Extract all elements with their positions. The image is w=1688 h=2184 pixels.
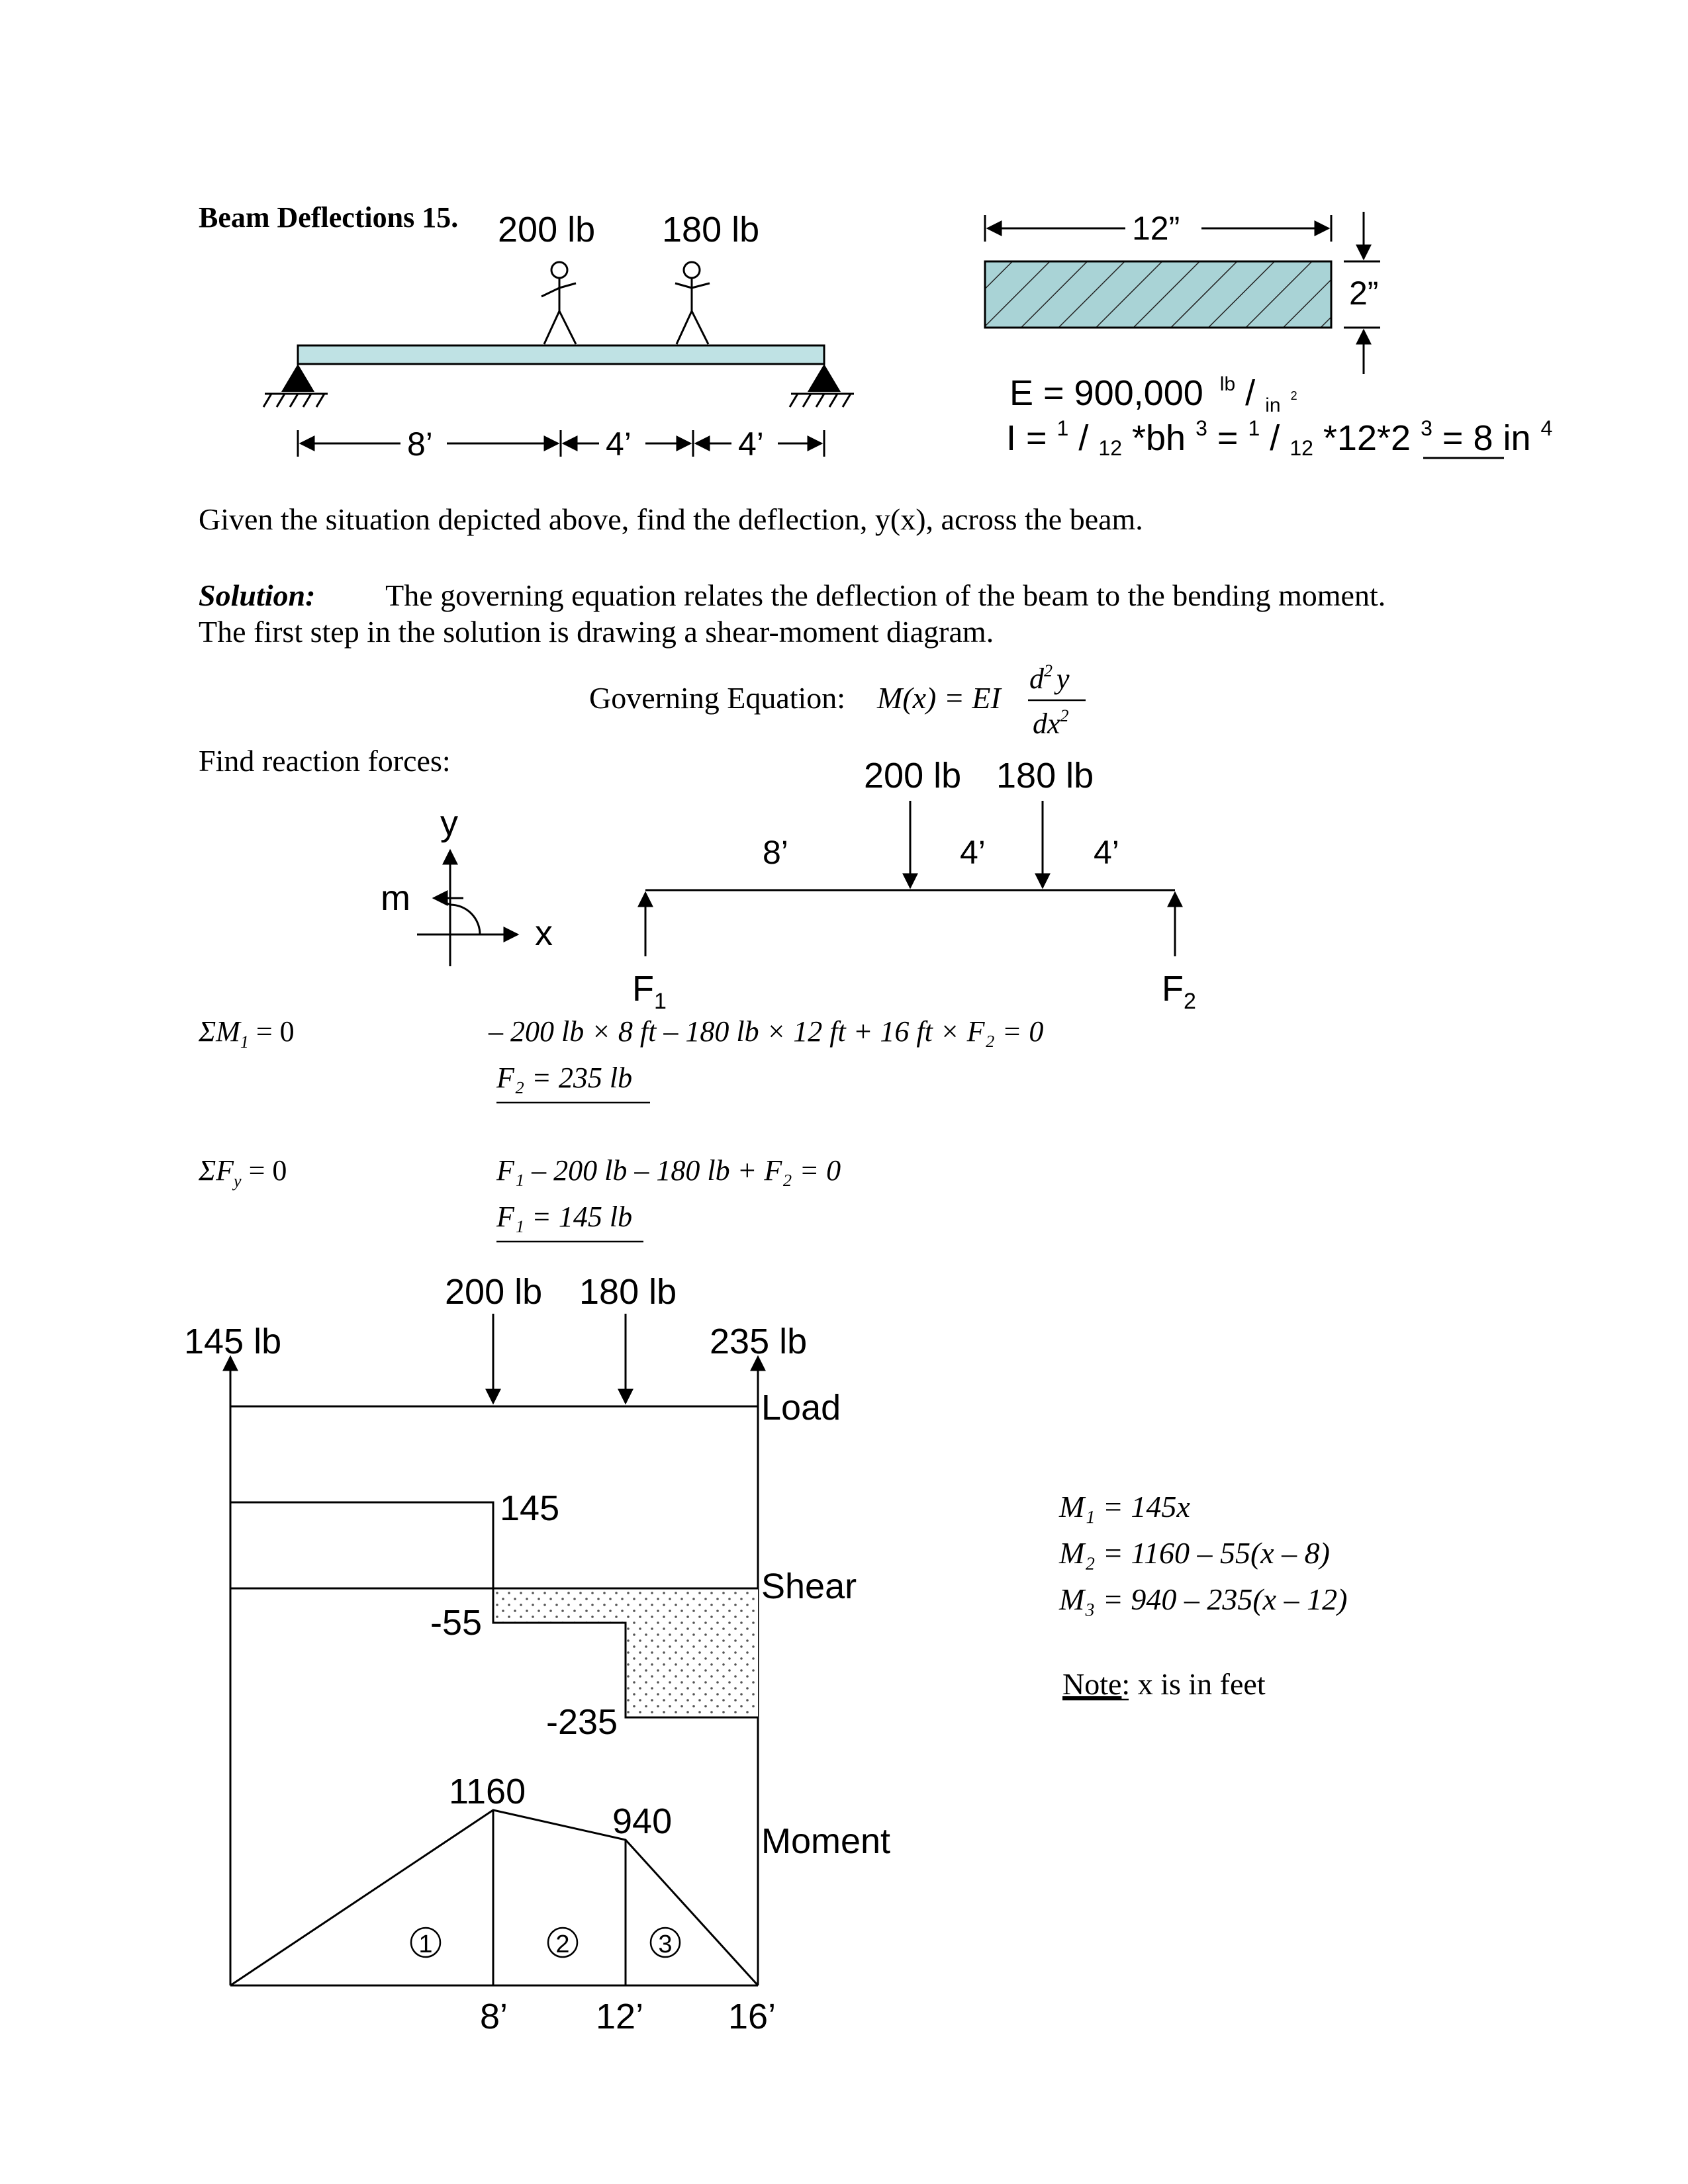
sum-forces-equation: F₁ – 200 lb – 180 lb + F₂ = 0 xyxy=(496,1154,841,1187)
fbd-seg3: 4’ xyxy=(1094,834,1119,871)
shear-v3: -235 xyxy=(546,1702,618,1742)
axis-y-label: y xyxy=(440,803,458,843)
sum-forces: ΣFy = 0 F₁ – 200 lb – 180 lb + F₂ = 0 F₁… xyxy=(198,1154,841,1243)
left-support-icon xyxy=(262,364,328,408)
beam xyxy=(297,344,825,365)
fbd-load1: 200 lb xyxy=(864,756,961,796)
shear-neg-region1 xyxy=(493,1588,626,1623)
problem-statement: Given the situation depicted above, find… xyxy=(199,502,1143,536)
svg-text:Governing Equation:: Governing Equation: xyxy=(589,681,845,715)
shear-moment-diagram: 200 lb 180 lb 145 lb 235 lb Load Shear 1… xyxy=(184,1272,890,2036)
moment-curve xyxy=(230,1809,759,1987)
page-title: Beam Deflections 15. xyxy=(199,201,458,234)
fbd-seg1: 8’ xyxy=(763,834,788,871)
beam-load2-label: 180 lb xyxy=(662,210,759,250)
right-support-icon xyxy=(788,364,854,408)
region1: 1 xyxy=(418,1931,432,1958)
x-label-12: 12’ xyxy=(596,1997,643,2036)
shear-curve xyxy=(230,1501,758,1719)
diagram-r1: 145 lb xyxy=(184,1322,281,1361)
cross-section: 12” 2” E = 900,000 lb / in 2 I = 1 / 12 … xyxy=(984,210,1552,463)
person1-icon xyxy=(541,261,577,345)
diagram-load2: 180 lb xyxy=(579,1272,677,1312)
moment-equations: M₁ = 145x M₂ = 1160 – 55(x – 8) M₃ = 940… xyxy=(1058,1490,1347,1701)
moment-eq1: M₁ = 145x xyxy=(1058,1490,1190,1524)
person2-icon xyxy=(675,261,710,345)
solution-line1: Solution: The governing equation relates… xyxy=(199,578,1385,612)
shear-label: Shear xyxy=(761,1567,857,1606)
x-label-8: 8’ xyxy=(480,1997,508,2036)
region-markers: 1 2 3 xyxy=(410,1927,681,1958)
solution-line2: The first step in the solution is drawin… xyxy=(199,615,994,649)
sum-moments-result: F₂ = 235 lb xyxy=(496,1062,632,1094)
reactions-heading: Find reaction forces: xyxy=(199,744,451,778)
svg-text:dx2: dx2 xyxy=(1033,706,1069,740)
sum-moments: ΣM1 = 0 – 200 lb × 8 ft – 180 lb × 12 ft… xyxy=(198,1015,1043,1104)
moment-eq3: M₃ = 940 – 235(x – 12) xyxy=(1058,1582,1347,1616)
section-width-label: 12” xyxy=(1132,210,1180,247)
fbd-load2: 180 lb xyxy=(996,756,1094,796)
section-rect xyxy=(984,260,1333,329)
units-note: Note: x is in feet xyxy=(1062,1667,1266,1701)
axis-x-label: x xyxy=(535,913,553,953)
axes-icon xyxy=(417,848,520,966)
load-label: Load xyxy=(761,1388,841,1428)
x-label-16: 16’ xyxy=(728,1997,776,2036)
axis-m-label: m xyxy=(381,878,410,918)
svg-text:ΣFy = 0: ΣFy = 0 xyxy=(198,1154,287,1191)
free-body-diagram: 200 lb 180 lb 8’ 4’ 4’ F1 F2 y x m xyxy=(381,756,1196,1014)
moment-m2: 940 xyxy=(612,1801,672,1841)
fbd-f1-label: F1 xyxy=(632,969,667,1014)
modulus-line: E = 900,000 lb / in 2 xyxy=(1009,359,1297,420)
moment-label: Moment xyxy=(761,1821,890,1861)
fbd-seg2: 4’ xyxy=(960,834,986,871)
dim-seg3: 4’ xyxy=(738,426,764,463)
diagram-r2: 235 lb xyxy=(710,1322,807,1361)
svg-text:M(x) = EI: M(x) = EI xyxy=(876,681,1003,715)
dim-seg2: 4’ xyxy=(606,426,632,463)
section-height-label: 2” xyxy=(1349,275,1378,312)
shear-v2: -55 xyxy=(430,1603,482,1643)
svg-text:d2y: d2y xyxy=(1029,661,1070,695)
dim-seg1: 8’ xyxy=(407,426,433,463)
diagram-load1: 200 lb xyxy=(445,1272,542,1312)
shear-neg-region2 xyxy=(626,1588,758,1717)
beam-figure: 200 lb 180 lb xyxy=(262,210,854,463)
region2: 2 xyxy=(555,1931,569,1958)
region3: 3 xyxy=(658,1931,672,1958)
moment-m1: 1160 xyxy=(449,1772,526,1811)
sum-moments-equation: – 200 lb × 8 ft – 180 lb × 12 ft + 16 ft… xyxy=(488,1015,1043,1048)
sum-forces-result: F₁ = 145 lb xyxy=(496,1201,632,1233)
beam-dimension xyxy=(297,430,825,457)
svg-text:ΣM1 = 0: ΣM1 = 0 xyxy=(198,1015,295,1052)
shear-v1: 145 xyxy=(500,1488,559,1528)
beam-load1-label: 200 lb xyxy=(498,210,595,250)
moment-eq2: M₂ = 1160 – 55(x – 8) xyxy=(1058,1536,1330,1570)
fbd-f2-label: F2 xyxy=(1162,969,1196,1014)
inertia-line: I = 1 / 12 *bh 3 = 1 / 12 *12*2 3 = 8 in… xyxy=(1006,404,1552,463)
